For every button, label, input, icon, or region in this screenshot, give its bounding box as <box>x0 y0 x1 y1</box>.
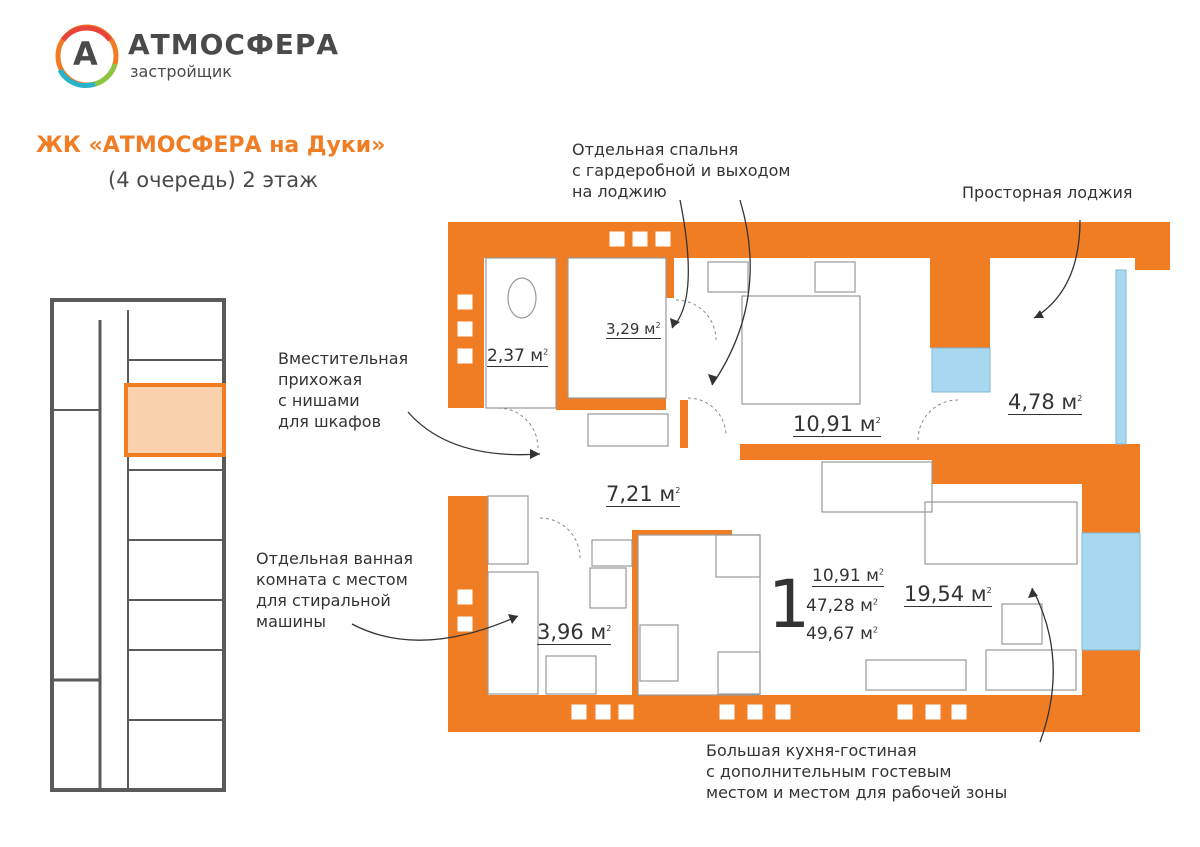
area-loggia: 4,78 м2 <box>1008 390 1083 415</box>
building-key-plan <box>50 298 226 792</box>
arrow-heads <box>508 310 1044 624</box>
annotation-kitchen: Большая кухня-гостиная с дополнительным … <box>706 741 1008 802</box>
brand-name: АТМОСФЕРА <box>128 28 340 61</box>
area-living: 10,91 м2 <box>812 566 884 587</box>
area-bath: 3,96 м2 <box>537 620 612 645</box>
page-subtitle: (4 очередь) 2 этаж <box>108 168 318 192</box>
area-bedroom: 10,91 м2 <box>793 412 881 437</box>
window-marks <box>457 231 967 720</box>
fixtures <box>485 257 1078 696</box>
door-arcs <box>497 299 959 559</box>
area-wc: 2,37 м2 <box>487 346 549 367</box>
area-total: 47,28 м2 <box>806 596 878 616</box>
rooms-count: 1 <box>768 566 810 643</box>
annotation-arrows <box>351 199 1081 743</box>
area-with-loggia: 49,67 м2 <box>806 624 878 644</box>
page-title: ЖК «АТМОСФЕРА на Дуки» <box>36 133 386 158</box>
area-hall: 7,21 м2 <box>606 482 681 507</box>
plan-walls <box>448 222 1170 732</box>
area-kitchen: 19,54 м2 <box>904 582 992 607</box>
windows-glass <box>931 269 1141 651</box>
highlighted-apartment <box>124 383 226 457</box>
logo-letter: А <box>73 35 98 73</box>
brand-tagline: застройщик <box>130 62 232 81</box>
annotation-bathroom: Отдельная ванная комната с местом для ст… <box>256 549 414 631</box>
annotation-bedroom: Отдельная спальня с гардеробной и выходо… <box>572 140 791 201</box>
area-wardrobe: 3,29 м2 <box>606 320 661 339</box>
annotation-hallway: Вместительная прихожая с нишами для шкаф… <box>278 349 409 431</box>
annotation-loggia: Просторная лоджия <box>962 183 1133 202</box>
